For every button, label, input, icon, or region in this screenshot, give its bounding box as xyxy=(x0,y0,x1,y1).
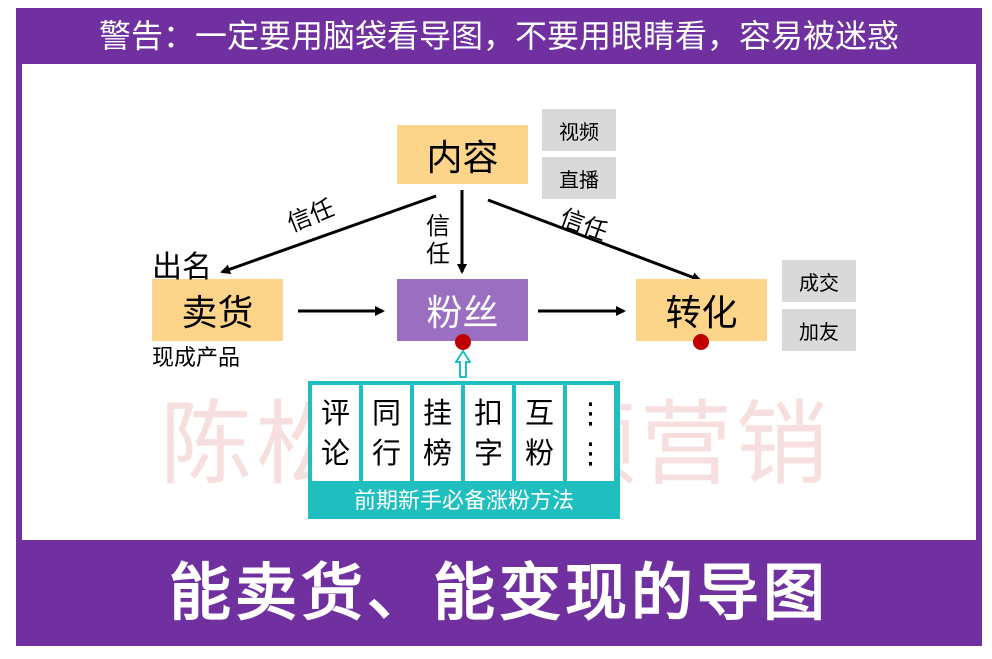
method-box: 评论 同行 挂榜 扣字 互粉 ⋮⋮ 前期新手必备涨粉方法 xyxy=(308,381,620,519)
method-peer: 同行 xyxy=(363,385,410,481)
method-comment: 评论 xyxy=(312,385,359,481)
fans-dot xyxy=(455,334,471,350)
method-comment-word: 扣字 xyxy=(465,385,512,481)
tag-live: 直播 xyxy=(542,157,616,199)
label-ready-products: 现成产品 xyxy=(152,346,241,371)
bottom-banner xyxy=(20,540,978,646)
right-border xyxy=(976,8,982,646)
edge-content-to-convert xyxy=(487,198,702,282)
convert-dot xyxy=(693,334,709,350)
tag-video: 视频 xyxy=(542,109,616,151)
method-mutual-follow: 互粉 xyxy=(516,385,563,481)
footer-title: 能卖货、能变现的导图 xyxy=(168,556,829,629)
method-footer: 前期新手必备涨粉方法 xyxy=(353,489,574,514)
method-more: ⋮⋮ xyxy=(567,385,614,481)
node-convert: 转化 xyxy=(636,279,767,341)
warning-text: 警告：一定要用脑袋看导图，不要用眼睛看，容易被迷惑 xyxy=(98,17,899,55)
edge-content-to-sell xyxy=(220,194,437,275)
tag-deal: 成交 xyxy=(782,260,856,302)
method-leaderboard: 挂榜 xyxy=(414,385,461,481)
node-sell: 卖货 xyxy=(152,279,283,341)
top-banner xyxy=(20,8,978,64)
label-trust-mid: 信任 xyxy=(426,212,450,268)
node-fans: 粉丝 xyxy=(397,279,528,341)
up-arrow-icon xyxy=(455,350,471,378)
tag-friend: 加友 xyxy=(782,309,856,351)
left-border xyxy=(16,8,22,646)
label-famous: 出名 xyxy=(152,250,212,285)
node-content: 内容 xyxy=(397,125,528,184)
